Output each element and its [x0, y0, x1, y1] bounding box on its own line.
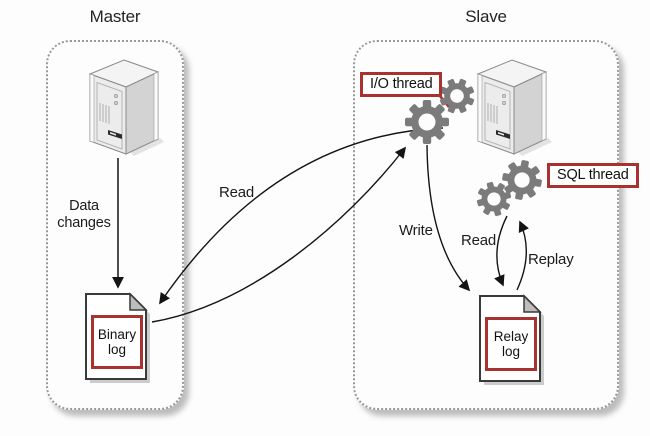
read-relay-label: Read [461, 232, 497, 249]
server-tower-icon [476, 59, 552, 156]
read-relay-arrow [494, 215, 508, 287]
slave-title: Slave [465, 7, 507, 26]
gear-icon [405, 100, 449, 144]
replay-arrow [516, 220, 530, 291]
write-arrow [426, 144, 471, 292]
io-thread-badge: I/O thread [360, 72, 443, 97]
binary-log-label: Binary log [91, 315, 143, 369]
data-changes-label: Data changes [57, 198, 111, 231]
server-icon [80, 46, 164, 158]
sql-thread-badge: SQL thread [547, 163, 639, 188]
binary-log-icon: Binary log [84, 292, 150, 384]
read-return-arrow [151, 146, 407, 323]
read-label: Read [219, 184, 255, 201]
server-icon [468, 46, 552, 158]
relay-log-icon: Relay log [478, 294, 544, 386]
master-title: Master [89, 7, 141, 26]
replay-label: Replay [528, 251, 574, 268]
server-tower-icon [88, 59, 164, 156]
write-label: Write [399, 222, 433, 239]
read-request-arrow [159, 127, 444, 305]
relay-log-label: Relay log [485, 317, 537, 371]
